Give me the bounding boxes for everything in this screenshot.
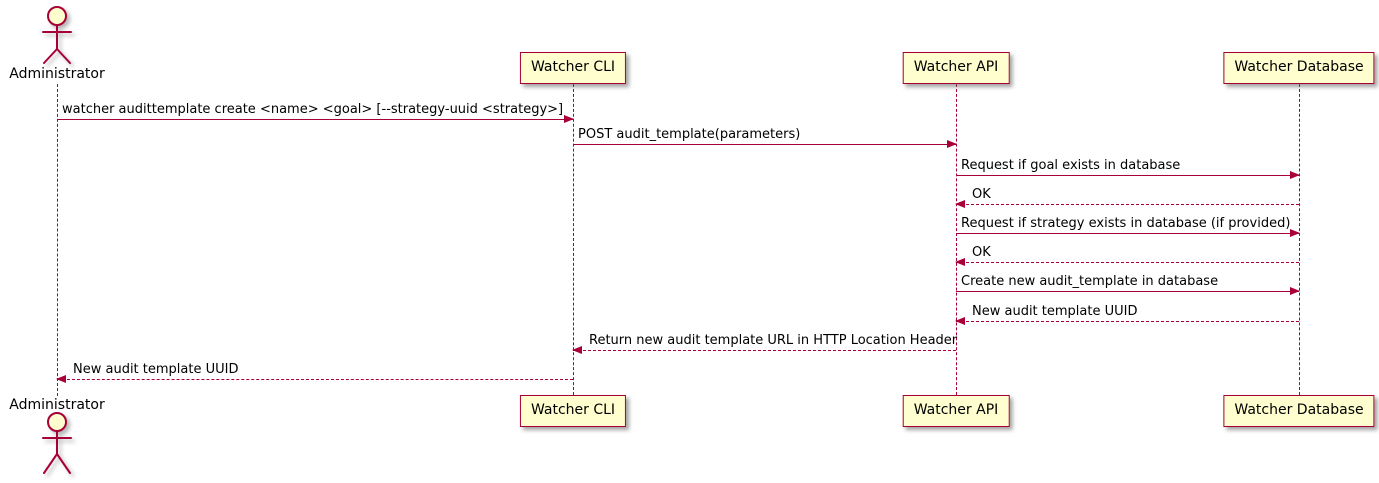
message-label: Return new audit template URL in HTTP Lo… — [589, 333, 958, 348]
message-label: OK — [972, 187, 991, 202]
arrowhead-right-icon — [564, 115, 574, 123]
participant-watcher-cli-top: Watcher CLI — [519, 52, 627, 84]
participant-watcher-database-top: Watcher Database — [1223, 52, 1375, 84]
participant-watcher-cli-bottom: Watcher CLI — [519, 395, 627, 427]
message-label: watcher audittemplate create <name> <goa… — [62, 102, 564, 117]
message-create-audittemplate: watcher audittemplate create <name> <goa… — [57, 102, 574, 123]
arrowhead-right-icon — [947, 140, 957, 148]
message-new-uuid-from-db: New audit template UUID — [955, 304, 1299, 325]
arrowhead-left-icon — [955, 200, 965, 208]
message-label: New audit template UUID — [73, 362, 239, 377]
message-new-uuid-to-admin: New audit template UUID — [56, 362, 573, 383]
actor-figure-administrator-top — [42, 6, 72, 64]
arrowhead-left-icon — [955, 317, 965, 325]
message-label: Create new audit_template in database — [961, 274, 1219, 289]
arrowhead-right-icon — [1290, 171, 1300, 179]
lifeline-watcher-cli — [573, 84, 574, 395]
arrowhead-right-icon — [1290, 229, 1300, 237]
participant-watcher-database-bottom: Watcher Database — [1223, 395, 1375, 427]
lifeline-watcher-database — [1299, 84, 1300, 395]
participant-watcher-api-top: Watcher API — [902, 52, 1010, 84]
arrowhead-right-icon — [1290, 287, 1300, 295]
arrowhead-left-icon — [955, 258, 965, 266]
arrowhead-left-icon — [572, 346, 582, 354]
message-strategy-ok: OK — [955, 245, 1299, 266]
lifeline-administrator — [57, 84, 58, 396]
message-goal-ok: OK — [955, 187, 1299, 208]
message-label: OK — [972, 245, 991, 260]
actor-label-administrator-top: Administrator — [9, 66, 105, 82]
lifeline-watcher-api — [956, 84, 957, 395]
message-label: New audit template UUID — [972, 304, 1138, 319]
message-label: POST audit_template(parameters) — [578, 127, 801, 142]
message-label: Request if goal exists in database — [961, 158, 1181, 173]
message-request-strategy-exists: Request if strategy exists in database (… — [956, 216, 1300, 237]
arrowhead-left-icon — [56, 375, 66, 383]
message-request-goal-exists: Request if goal exists in database — [956, 158, 1300, 179]
actor-figure-administrator-bottom — [42, 412, 72, 474]
message-return-url-location-header: Return new audit template URL in HTTP Lo… — [572, 333, 958, 354]
message-create-audit-template-db: Create new audit_template in database — [956, 274, 1300, 295]
message-post-audit-template: POST audit_template(parameters) — [573, 127, 957, 148]
actor-label-administrator-bottom: Administrator — [9, 397, 105, 413]
participant-watcher-api-bottom: Watcher API — [902, 395, 1010, 427]
message-label: Request if strategy exists in database (… — [961, 216, 1291, 231]
